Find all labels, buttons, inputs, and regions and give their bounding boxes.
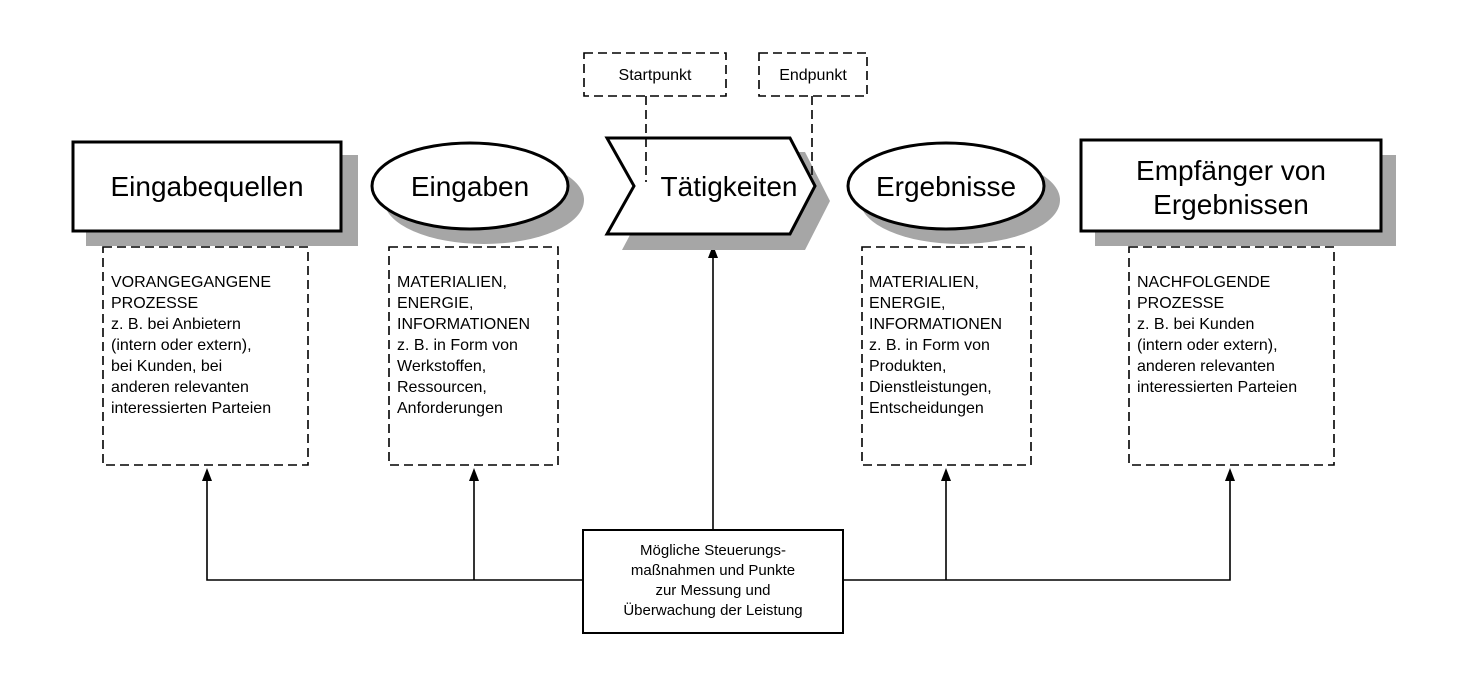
stage-label-inputs: Eingaben — [411, 171, 529, 202]
control-box-text: Mögliche Steuerungs- maßnahmen und Punkt… — [623, 542, 803, 619]
detail-box-receivers — [1128, 246, 1335, 466]
start-point-label: Startpunkt — [619, 67, 692, 84]
detail-box-input-sources — [102, 246, 309, 466]
arrowhead-receivers — [1225, 468, 1235, 481]
stage-outputs — [846, 141, 1046, 231]
detail-text-input-sources: VORANGEGANGENE PROZESSE z. B. bei Anbiet… — [111, 274, 272, 417]
connector-to-receivers — [843, 478, 1231, 581]
end-point-box — [758, 52, 868, 97]
stage-label-outputs: Ergebnisse — [876, 171, 1016, 202]
end-point-label: Endpunkt — [779, 67, 847, 84]
detail-text-receivers: NACHFOLGENDE PROZESSE z. B. bei Kunden (… — [1137, 274, 1298, 396]
stage-input-sources — [71, 140, 343, 233]
stage-activities — [604, 136, 817, 236]
stage-label-receivers-line1: Empfänger von — [1136, 155, 1326, 186]
stage-label-receivers-line2: Ergebnissen — [1153, 189, 1309, 220]
detail-text-inputs: MATERIALIEN, ENERGIE, INFORMATIONEN z. B… — [397, 274, 531, 417]
arrowhead-activities — [708, 245, 718, 258]
stage-label-activities: Tätigkeiten — [661, 171, 798, 202]
arrowhead-inputs — [469, 468, 479, 481]
start-point-box — [583, 52, 727, 97]
arrowhead-input-sources — [202, 468, 212, 481]
detail-text-outputs: MATERIALIEN, ENERGIE, INFORMATIONEN z. B… — [869, 274, 1003, 417]
detail-box-outputs — [861, 246, 1032, 466]
connector-lines — [202, 245, 1235, 581]
stage-receivers — [1079, 138, 1383, 233]
control-box — [582, 529, 844, 634]
connector-to-input-sources — [206, 478, 583, 581]
stage-inputs — [370, 141, 570, 231]
stage-label-input-sources: Eingabequellen — [110, 171, 303, 202]
arrowhead-outputs — [941, 468, 951, 481]
detail-box-inputs — [388, 246, 559, 466]
